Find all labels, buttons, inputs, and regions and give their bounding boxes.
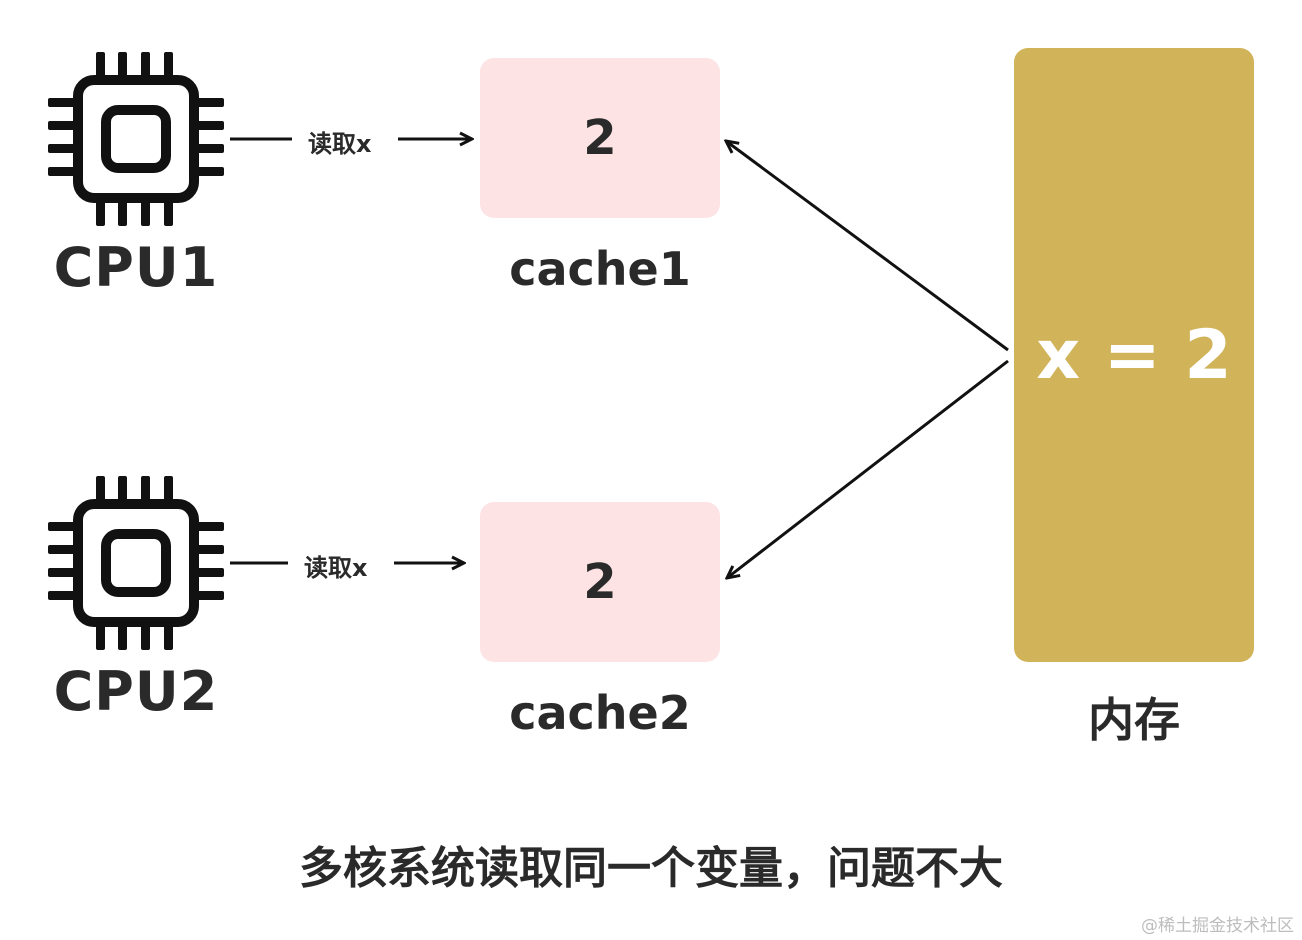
- cache2-value: 2: [583, 554, 617, 610]
- cache1-box: 2: [480, 58, 720, 218]
- cpu2-label: CPU2: [53, 660, 219, 723]
- watermark: @稀土掘金技术社区: [1141, 916, 1294, 936]
- diagram-caption: 多核系统读取同一个变量，问题不大: [299, 843, 1003, 894]
- cpu1-read-label: 读取x: [308, 130, 372, 158]
- cache2-label: cache2: [509, 686, 691, 740]
- memory-to-cache2-arrow: [727, 359, 1009, 578]
- cache2-box: 2: [480, 502, 720, 662]
- memory-box: x = 2: [1014, 48, 1254, 662]
- memory-label: 内存: [1088, 693, 1180, 747]
- cpu1-label: CPU1: [53, 236, 219, 299]
- cpu2-read-label: 读取x: [304, 554, 368, 582]
- cache1-label: cache1: [509, 242, 691, 296]
- cache1-value: 2: [583, 110, 617, 166]
- cpu-chip-icon: [48, 476, 224, 650]
- memory-to-cache1-arrow: [726, 141, 1009, 352]
- memory-value: x = 2: [1036, 315, 1232, 395]
- cpu-chip-icon: [48, 52, 224, 226]
